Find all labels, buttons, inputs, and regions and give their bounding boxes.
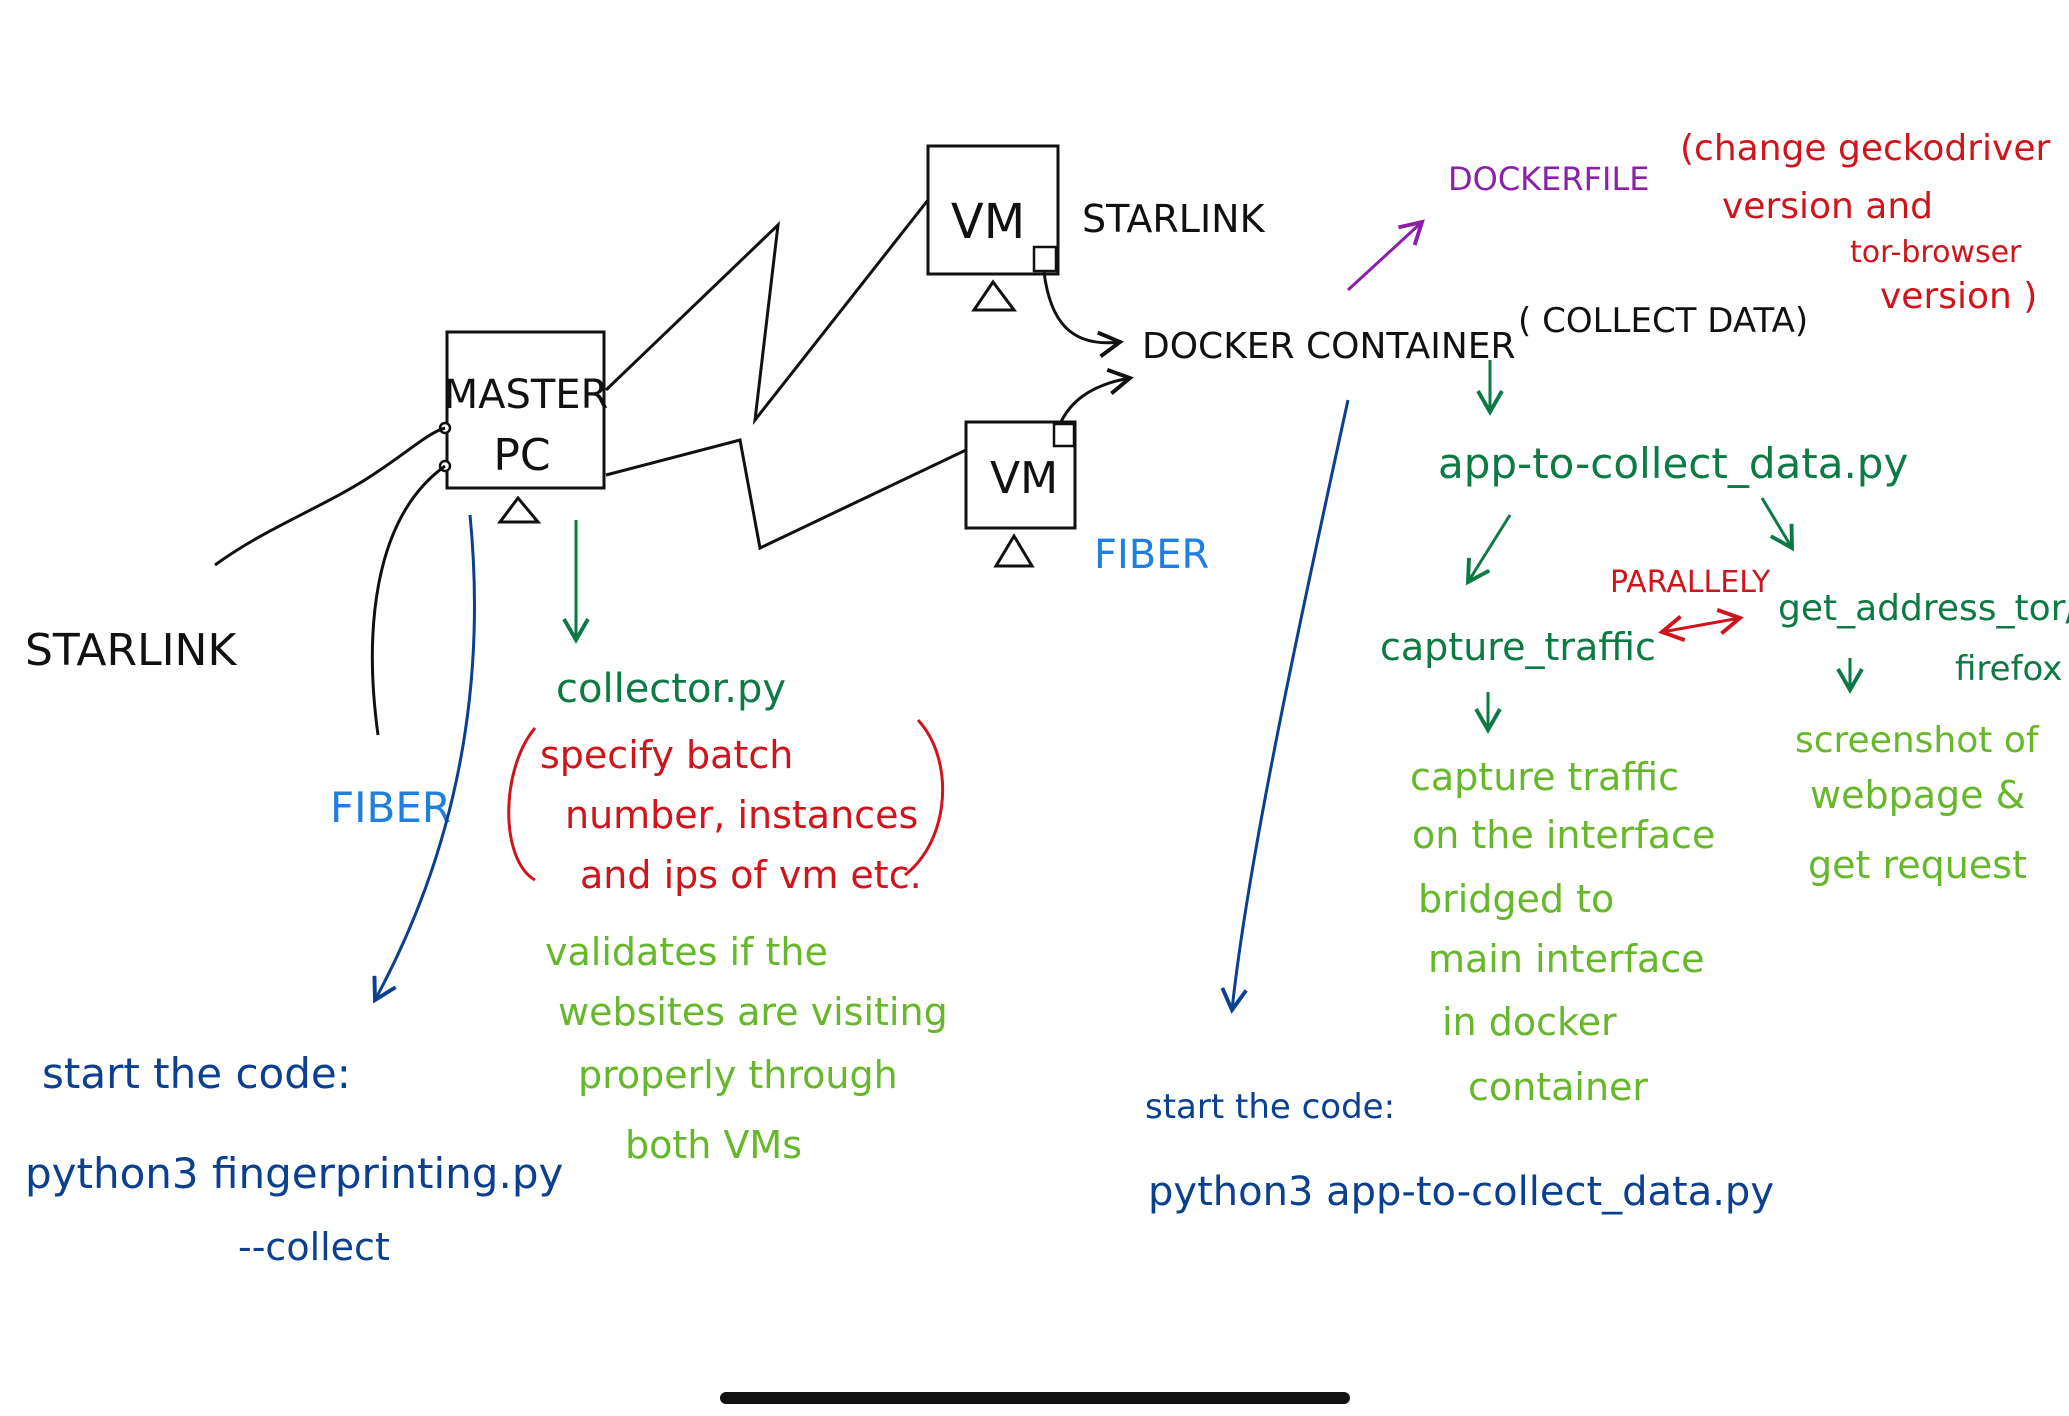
dockerfile-note-line3: tor-browser <box>1850 235 2022 270</box>
collector-note-line2: number, instances <box>565 793 918 837</box>
collect-data-note: ( COLLECT DATA) <box>1518 301 1808 341</box>
vm-top-node: VM <box>926 144 1060 312</box>
fiber-right-label: FIBER <box>1094 532 1209 578</box>
vm-bottom-to-docker-arrow <box>1058 367 1134 425</box>
start-left-label: start the code: <box>42 1049 351 1098</box>
screenshot-desc-line3: get request <box>1808 843 2027 887</box>
fiber-left-cable <box>370 464 446 736</box>
start-left-cmd-line1: python3 fingerprinting.py <box>25 1149 563 1198</box>
dockerfile-note-line4: version ) <box>1880 276 2037 317</box>
capture-desc-line6: container <box>1468 1065 1648 1109</box>
app-to-capture-arrow <box>1465 514 1512 586</box>
starlink-top-label: STARLINK <box>1082 197 1266 241</box>
vm-bottom-box <box>964 420 1077 530</box>
collector-filename: collector.py <box>556 666 786 712</box>
fiber-left-label: FIBER <box>330 783 451 832</box>
vm-bottom-stand-icon <box>993 533 1035 568</box>
start-left-cmd-line2: --collect <box>238 1225 390 1269</box>
collector-note-left-paren <box>507 727 537 882</box>
parallely-label: PARALLELY <box>1610 565 1771 600</box>
capture-desc-line4: main interface <box>1428 937 1705 981</box>
app-filename: app-to-collect_data.py <box>1438 439 1908 488</box>
collector-validates-line3: properly through <box>578 1053 898 1097</box>
capture-desc-line5: in docker <box>1442 1000 1617 1044</box>
capture-desc-line3: bridged to <box>1418 877 1614 921</box>
vm-top-to-docker-arrow <box>1042 271 1124 358</box>
dockerfile-label: DOCKERFILE <box>1448 160 1650 198</box>
collector-validates-line2: websites are visiting <box>558 990 948 1034</box>
vm-top-label: VM <box>951 194 1025 250</box>
master-to-vm-bottom-link <box>605 438 967 551</box>
master-pc-label-line1: MASTER <box>444 372 609 418</box>
capture-traffic-label: capture_traffic <box>1380 625 1656 669</box>
vm-top-port-icon <box>1032 245 1058 273</box>
vm-bottom-label: VM <box>990 453 1058 504</box>
docker-container-label: DOCKER CONTAINER <box>1142 326 1516 367</box>
dockerfile-note-line2: version and <box>1722 186 1933 227</box>
app-to-get-address-arrow <box>1760 497 1795 552</box>
vm-bottom-port-icon <box>1052 422 1076 448</box>
docker-to-start-right-arrow <box>1220 399 1350 1014</box>
master-pc-label-line2: PC <box>493 430 550 481</box>
get-address-label: get_address_tor/ <box>1778 588 2069 629</box>
start-right-label: start the code: <box>1145 1087 1395 1127</box>
starlink-left-label: STARLINK <box>25 625 237 676</box>
master-pc-box <box>445 330 606 490</box>
home-indicator <box>720 1392 1350 1404</box>
firefox-label: firefox <box>1955 649 2062 689</box>
collector-note-line3: and ips of vm etc. <box>580 853 922 897</box>
start-right-cmd: python3 app-to-collect_data.py <box>1148 1169 1774 1215</box>
vm-top-stand-icon <box>971 279 1017 312</box>
dockerfile-note-line1: (change geckodriver <box>1680 128 2050 169</box>
vm-top-box <box>926 144 1060 276</box>
master-to-start-left-arrow <box>372 514 476 1004</box>
master-to-vm-top-link <box>604 199 930 426</box>
collector-validates-line1: validates if the <box>545 930 828 974</box>
capture-desc-line1: capture traffic <box>1410 755 1679 799</box>
screenshot-desc-line1: screenshot of <box>1795 720 2040 761</box>
vm-bottom-node: VM <box>964 420 1077 568</box>
master-pc-node: MASTER PC <box>438 330 609 524</box>
collector-note-right-paren <box>904 718 945 877</box>
screenshot-desc-line2: webpage & <box>1810 773 2025 817</box>
collector-note-line1: specify batch <box>540 733 793 777</box>
docker-to-dockerfile-arrow <box>1346 219 1425 292</box>
capture-desc-line2: on the interface <box>1412 813 1715 857</box>
master-pc-stand-icon <box>497 495 542 524</box>
collector-validates-line4: both VMs <box>625 1123 802 1167</box>
starlink-left-cable <box>214 426 446 567</box>
parallel-double-arrow <box>1658 608 1744 642</box>
